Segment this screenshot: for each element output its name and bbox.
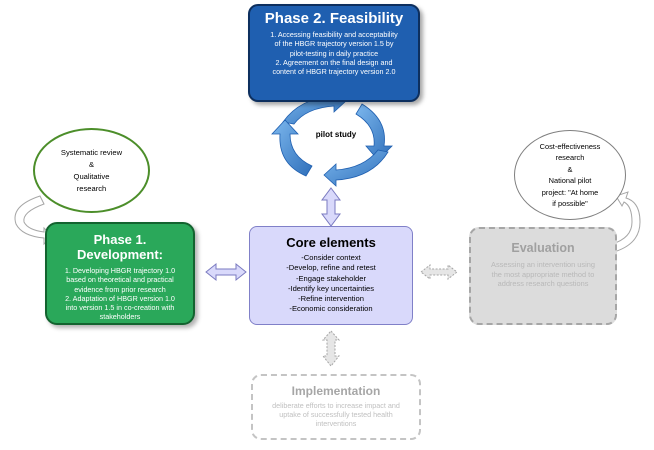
implementation-box: Implementation deliberate efforts to inc…: [251, 374, 421, 440]
phase1-line: stakeholders: [99, 312, 141, 322]
phase2-title: Phase 2. Feasibility: [264, 10, 404, 27]
cost-line: project: "At home: [541, 187, 599, 197]
core-element-item: -Engage stakeholder: [295, 273, 367, 283]
core-element-item: -Economic consideration: [289, 304, 373, 314]
phase1-line: 2. Adaptation of HBGR version 1.0: [65, 293, 175, 303]
core-element-item: -Consider context: [301, 253, 361, 262]
cycle-core-arrow: [321, 187, 341, 227]
phase1-line: based on theoretical and practical: [66, 275, 174, 285]
phase2-feasibility-box: Phase 2. Feasibility 1. Accessing feasib…: [248, 4, 420, 102]
core-elements-title: Core elements: [286, 235, 376, 250]
phase2-line: content of HBGR trajectory version 2.0: [272, 67, 396, 77]
phase2-line: 2. Agreement on the final design and: [275, 57, 393, 67]
systematic-line: &: [88, 159, 95, 169]
implementation-line: interventions: [315, 419, 357, 429]
cost-line: &: [567, 164, 573, 174]
phase1-title: Phase 1. Development:: [77, 232, 163, 262]
phase1-development-box: Phase 1. Development: 1. Developing HBGR…: [45, 222, 195, 325]
cost-line: if possible": [552, 199, 588, 208]
phase1-core-arrow: [205, 262, 247, 282]
core-element-item: -Develop, refine and retest: [286, 263, 376, 273]
phase2-line: 1. Accessing feasibility and acceptabili…: [270, 30, 398, 39]
pilot-study-label: pilot study: [315, 130, 357, 139]
implementation-title: Implementation: [291, 384, 381, 398]
systematic-line: Qualitative: [73, 171, 110, 181]
core-elements-box: Core elements -Consider context -Develop…: [249, 226, 413, 325]
evaluation-line: the most appropriate method to: [491, 269, 595, 279]
evaluation-box: Evaluation Assessing an intervention usi…: [469, 227, 617, 325]
phase1-line: into version 1.5 in co-creation with: [65, 303, 175, 313]
cost-line: research: [555, 153, 585, 162]
evaluation-title: Evaluation: [511, 241, 575, 255]
core-element-item: -Identify key uncertainties: [287, 283, 375, 293]
cost-line: National pilot: [548, 176, 592, 185]
systematic-review-oval: Systematic review & Qualitative research: [33, 128, 150, 213]
phase1-line: evidence from prior research: [74, 284, 166, 294]
evaluation-line: Assessing an intervention using: [491, 260, 595, 269]
core-element-item: -Refine intervention: [298, 294, 364, 304]
evaluation-to-cost-arrow: [611, 191, 641, 253]
systematic-line: research: [76, 183, 107, 193]
implementation-line: deliberate efforts to increase impact an…: [272, 401, 400, 410]
phase2-line: pilot-testing in daily practice: [289, 48, 379, 58]
systematic-line: Systematic review: [60, 147, 123, 157]
core-evaluation-arrow: [420, 263, 458, 281]
phase2-line: of the HBGR trajectory version 1.5 by: [274, 39, 394, 49]
cost-effectiveness-oval: Cost-effectiveness research & National p…: [514, 130, 626, 220]
evaluation-line: address research questions: [497, 279, 589, 288]
phase1-line: 1. Developing HBGR trajectory 1.0: [64, 266, 176, 275]
cost-line: Cost-effectiveness: [539, 141, 601, 151]
core-implementation-arrow: [321, 330, 341, 367]
implementation-line: uptake of successfully tested health: [279, 410, 393, 420]
